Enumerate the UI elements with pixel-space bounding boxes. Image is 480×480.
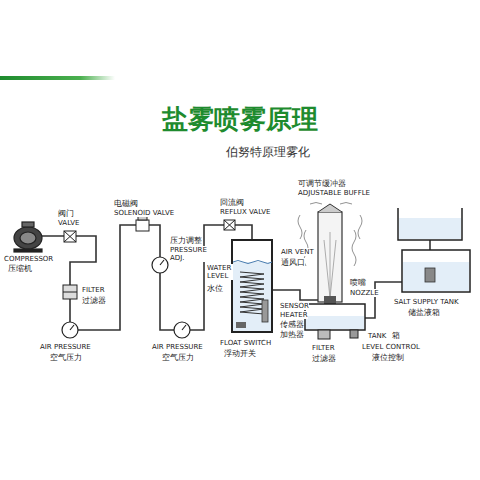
part-label: 加热器 [280, 330, 304, 339]
part-label: SENSOR [280, 302, 309, 310]
part-label: FILTER [312, 344, 335, 352]
part-label: TANK [368, 332, 386, 340]
part-label: 通风口 [281, 258, 305, 267]
part-label: 过滤器 [312, 354, 336, 363]
part-label: AIR VENT [281, 248, 314, 256]
part-label: 阀门 [58, 209, 74, 218]
part-label: PRESSURE ADJ. [170, 246, 214, 262]
part-label: 压缩机 [8, 264, 32, 273]
part-label: HEATER [280, 311, 308, 319]
part-label: COMPRESSOR [4, 255, 53, 263]
subtitle: 伯努特原理雾化 [226, 146, 310, 160]
part-label: 浮动开关 [224, 349, 256, 358]
part-label: 水位 [207, 284, 223, 293]
part-label: 箱 [392, 331, 400, 340]
salt-supply-tank [398, 208, 470, 292]
part-label: ADJUSTABLE BUFFLE [298, 189, 370, 197]
accent-bar [0, 76, 115, 80]
part-label: 回流阀 [220, 198, 244, 207]
part-label: 可调节缓冲器 [298, 179, 346, 188]
filter [63, 285, 77, 299]
part-label: 电磁阀 [114, 199, 138, 208]
reflux-valve [224, 220, 235, 230]
part-label: 传感器 [280, 320, 304, 329]
part-label: SOLENOID VALVE [114, 209, 174, 217]
saturator-tank [232, 240, 272, 332]
part-label: AIR PRESSURE [152, 343, 203, 351]
valve [64, 231, 76, 242]
chamber [305, 304, 365, 339]
page-title: 盐雾喷雾原理 [0, 104, 480, 135]
part-label: FLOAT SWITCH [220, 339, 271, 347]
part-label: NOZZLE [350, 289, 379, 297]
part-label: 过滤器 [82, 296, 106, 305]
part-label: 储盐液箱 [408, 308, 440, 317]
part-label: WATER LEVEL [207, 264, 233, 280]
gauges [62, 257, 190, 338]
compressor [14, 222, 42, 252]
part-label: 压力调整 [170, 236, 202, 245]
part-label: AIR PRESSURE [40, 343, 91, 351]
part-label: VALVE [58, 219, 79, 227]
part-label: 液位控制 [372, 353, 404, 362]
part-label: FILTER [82, 286, 105, 294]
part-label: SALT SUPPLY TANK [394, 298, 459, 306]
part-label: 空气压力 [162, 353, 194, 362]
part-label: LEVEL CONTROL [362, 343, 420, 351]
part-label: 喷嘴 [350, 278, 366, 287]
part-label: REFLUX VALVE [220, 208, 270, 216]
part-label: 空气压力 [50, 353, 82, 362]
